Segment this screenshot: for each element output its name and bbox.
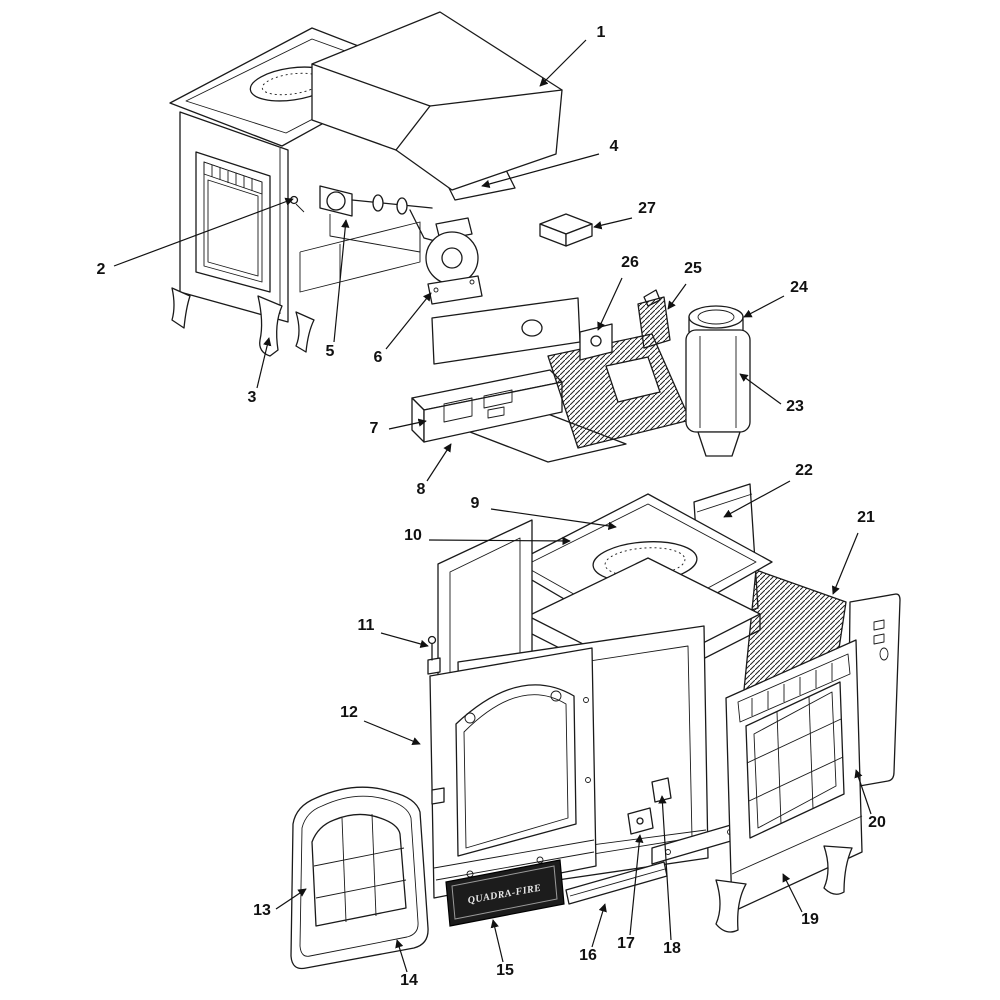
combustion-blower (425, 217, 483, 305)
callout-numbers: 1 2 3 4 5 6 7 8 9 10 11 12 13 14 15 16 1… (97, 24, 886, 989)
nameplate: QUADRA-FIRE (445, 859, 565, 927)
callout-21-label: 21 (857, 509, 875, 526)
callout-27-label: 27 (638, 200, 656, 217)
right-side-panel (715, 639, 863, 933)
leader-18 (658, 795, 672, 941)
callout-15-label: 15 (496, 962, 514, 979)
callout-7-label: 7 (370, 420, 379, 437)
side-brick-panel (637, 289, 671, 349)
door-frame (427, 647, 597, 899)
leader-3 (256, 337, 272, 389)
callout-20-label: 20 (868, 814, 886, 831)
callout-5-label: 5 (326, 343, 335, 360)
firebrick-panel (547, 323, 691, 449)
callout-9-label: 9 (471, 495, 480, 512)
right-outer-panel (847, 593, 901, 789)
control-box (539, 213, 593, 247)
leader-5 (333, 219, 350, 343)
callout-11-label: 11 (358, 617, 375, 634)
leader-9 (490, 508, 617, 531)
callout-1-label: 1 (597, 24, 606, 41)
callout-13-label: 13 (253, 902, 271, 919)
latch-bracket (651, 777, 672, 803)
right-grill-band (737, 653, 851, 723)
hopper-assembly (685, 329, 751, 457)
rear-left-leg (171, 287, 191, 329)
leader-11 (380, 632, 429, 649)
leader-16 (591, 903, 607, 948)
leader-26 (597, 277, 623, 331)
callout-14-label: 14 (400, 972, 418, 989)
leader-12 (363, 720, 421, 746)
leader-4 (481, 153, 600, 189)
callout-25-label: 25 (684, 260, 702, 277)
lower-left-leg (715, 879, 747, 933)
leader-1 (539, 39, 587, 87)
callout-17-label: 17 (617, 935, 635, 952)
front-door (290, 786, 429, 970)
leader-14 (395, 939, 408, 973)
leader-27 (593, 217, 633, 230)
upper-hinge-boss (427, 657, 441, 675)
leader-21 (831, 532, 859, 595)
callout-16-label: 16 (579, 947, 597, 964)
callout-4-label: 4 (610, 138, 619, 155)
leader-22 (723, 480, 791, 518)
rear-right-leg (295, 311, 315, 353)
callout-12-label: 12 (340, 704, 358, 721)
leader-25 (667, 283, 687, 310)
door-grill-band (203, 161, 263, 195)
callout-8-label: 8 (417, 481, 426, 498)
lower-right-leg (823, 845, 853, 895)
callout-2-label: 2 (97, 261, 106, 278)
leader-17 (629, 834, 644, 936)
leader-lines (113, 39, 872, 973)
callout-24-label: 24 (790, 279, 808, 296)
leader-15 (490, 919, 504, 963)
hopper-lid (311, 11, 563, 191)
leader-2 (113, 197, 294, 267)
leader-13 (275, 888, 307, 910)
leader-10 (428, 536, 571, 546)
lower-hinge-boss (431, 787, 445, 805)
leader-20 (854, 769, 872, 815)
callout-23-label: 23 (786, 398, 804, 415)
leader-6 (385, 292, 432, 350)
leader-19 (782, 873, 803, 913)
hinge-pin (427, 635, 437, 661)
front-left-leg (257, 295, 283, 357)
leader-7 (388, 418, 427, 430)
leader-8 (426, 443, 452, 482)
auger-feed-assembly (319, 185, 447, 253)
callout-22-label: 22 (795, 462, 813, 479)
callout-10-label: 10 (404, 527, 422, 544)
callout-18-label: 18 (663, 940, 681, 957)
callout-6-label: 6 (374, 349, 383, 366)
callout-26-label: 26 (621, 254, 639, 271)
callout-3-label: 3 (248, 389, 257, 406)
callout-19-label: 19 (801, 911, 819, 928)
door-latch (627, 807, 654, 835)
leader-23 (739, 373, 782, 405)
leader-24 (743, 295, 785, 318)
